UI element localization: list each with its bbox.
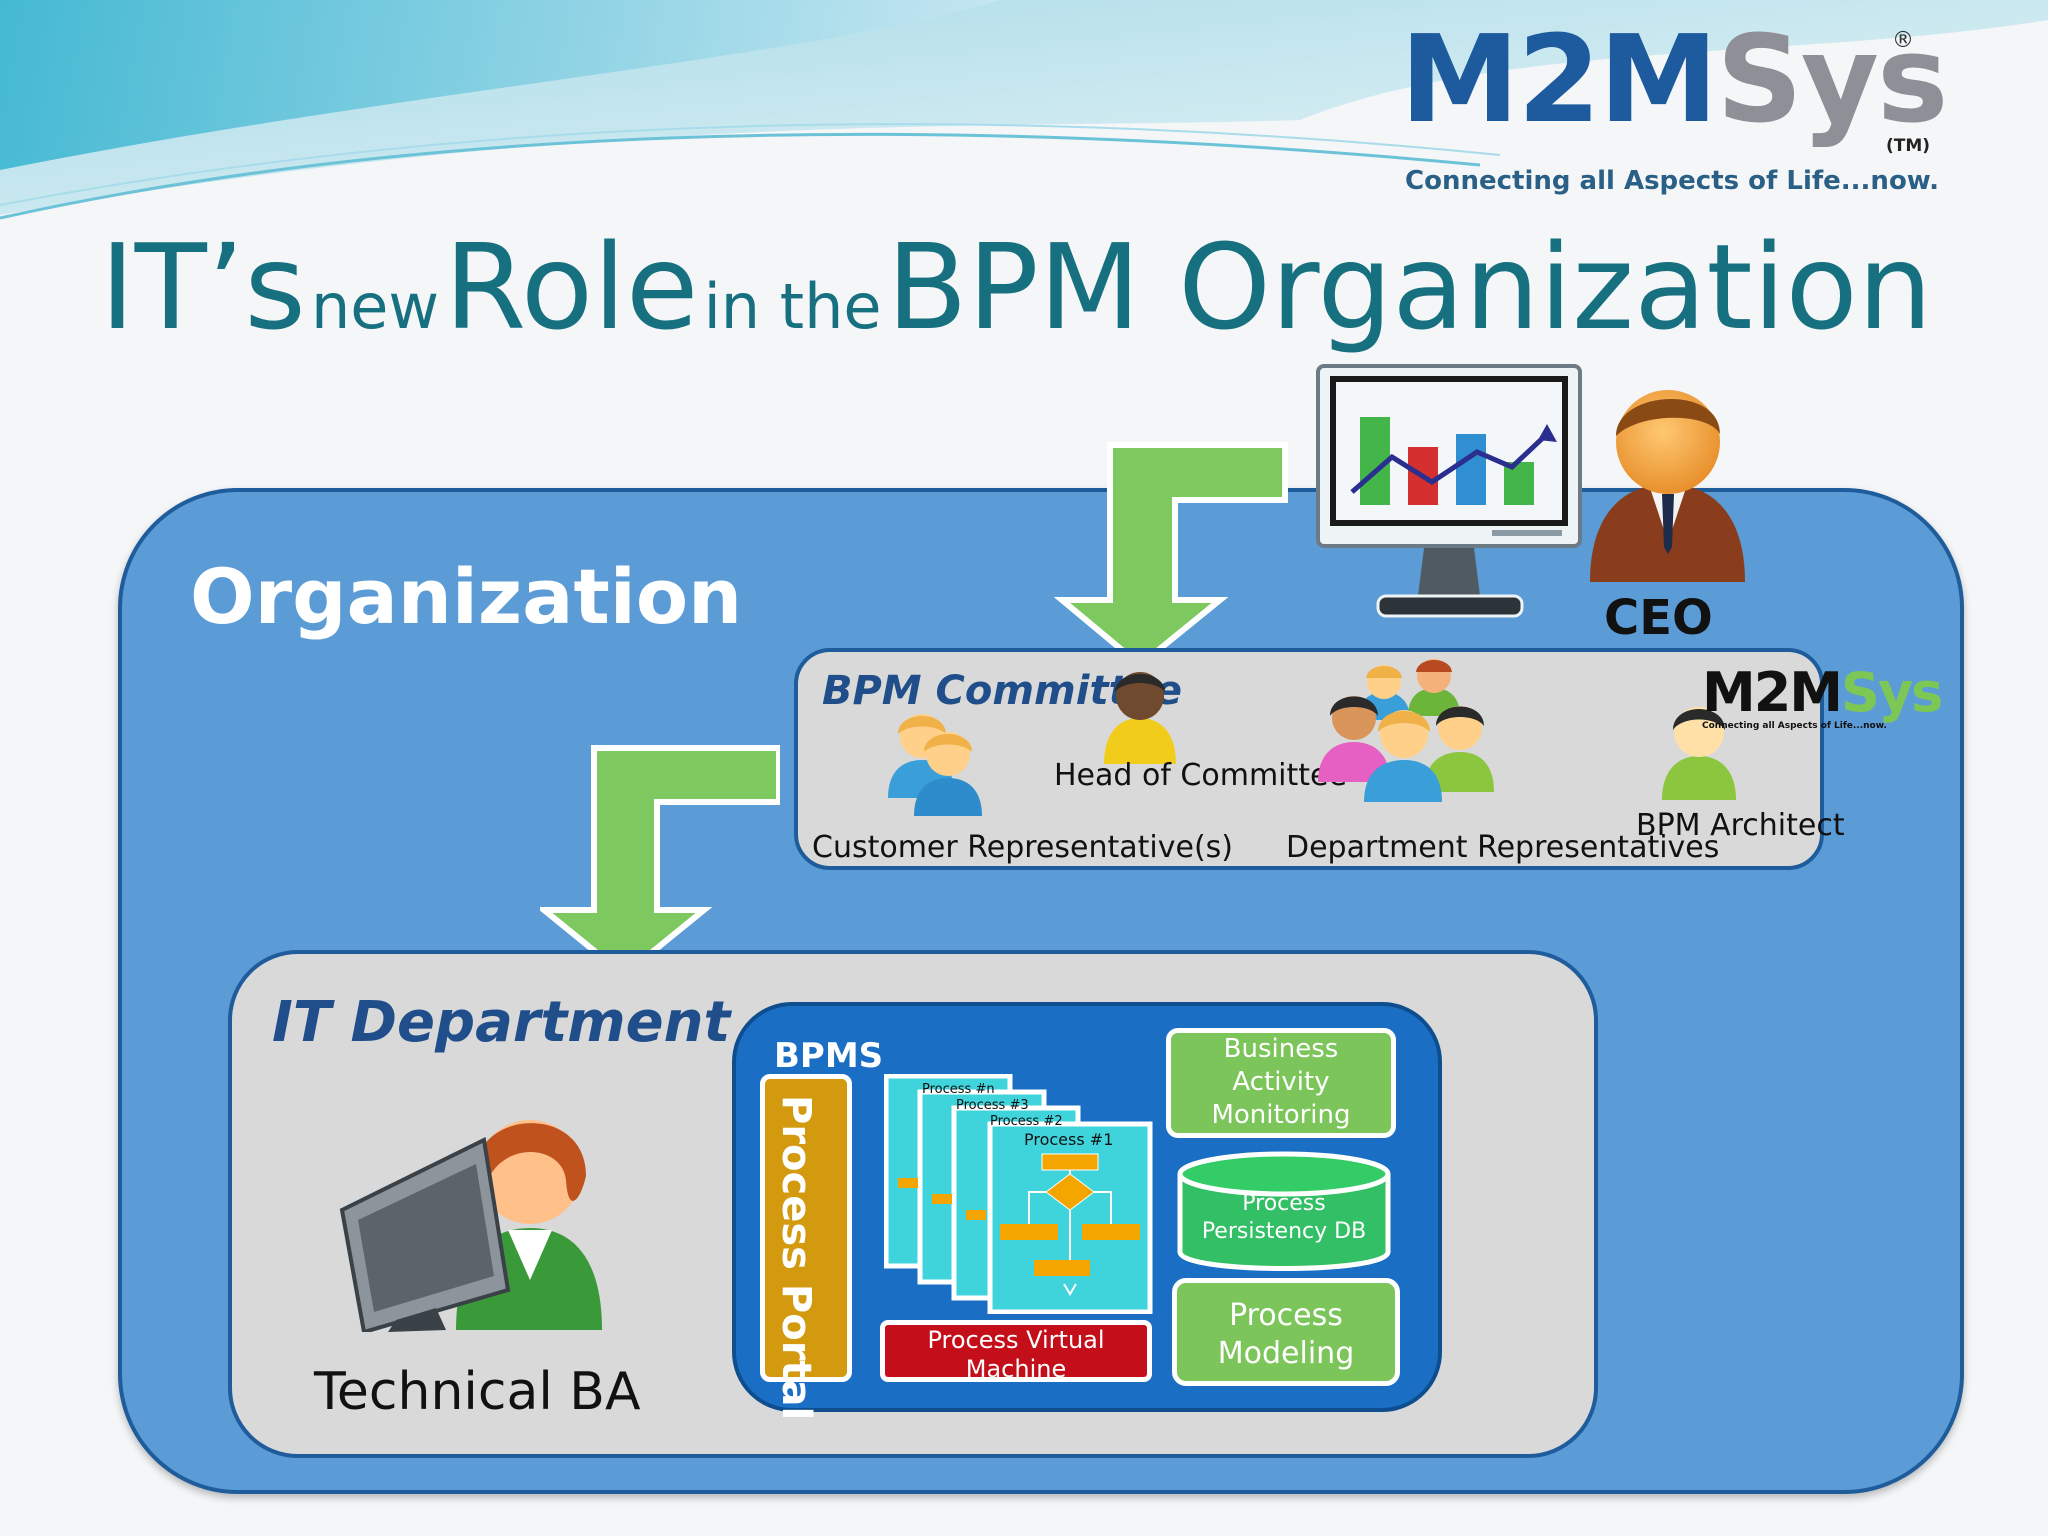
process-modeling: Process Modeling [1172,1278,1400,1386]
pvm-label-line2: Machine [965,1355,1067,1382]
logo-m2m: M2M [1400,11,1718,150]
it-department-label: IT Department [272,990,731,1055]
modeling-line2: Modeling [1217,1336,1355,1371]
bpm-architect-icon [1662,707,1736,800]
committee-logo-m2m: M2M [1702,661,1843,724]
header-swoosh [0,0,2048,220]
process-persistency-db [1177,1151,1391,1271]
department-representatives-icon [1318,659,1494,802]
logo-registered: ® [1892,28,1914,53]
ceo-label: CEO [1604,590,1713,646]
logo-tm: (TM) [1886,136,1931,156]
logo-tagline: Connecting all Aspects of Life...now. [1405,166,1940,196]
title-word-bpm-organization: BPM Organization [886,218,1933,356]
process-1-label: Process #1 [1024,1130,1114,1149]
process-2-label: Process #2 [990,1114,1063,1129]
title-word-new: new [310,270,440,343]
bpm-architect-label: BPM Architect [1636,808,1845,843]
title-word-in-the: in the [703,270,882,343]
logo-sys: Sys [1716,11,1948,150]
process-virtual-machine: Process Virtual Machine [880,1320,1152,1382]
process-stack [884,1074,1153,1314]
db-line1: Process [1242,1191,1326,1216]
process-portal-label: Process Portal [773,1095,819,1421]
bpms-label: BPMS [774,1036,884,1076]
organization-label: Organization [190,552,743,641]
ceo-person-icon [1590,390,1745,582]
bam-line2: Activity [1232,1067,1330,1097]
page-title: IT’s new Role in the BPM Organization [100,218,1932,356]
chart-monitor-icon [1316,364,1582,618]
head-of-committee-icon [1104,672,1176,764]
department-representatives-label: Department Representatives [1286,830,1720,865]
technical-ba-icon [339,1120,602,1332]
committee-logo-tagline: Connecting all Aspects of Life...now. [1702,721,1887,731]
process-3-label: Process #3 [956,1098,1029,1113]
title-word-role: Role [444,218,699,356]
title-word-its: IT’s [100,218,306,356]
pvm-label-line1: Process Virtual [927,1326,1105,1354]
technical-ba-label: Technical BA [314,1362,641,1422]
customer-representatives-icon [888,714,982,816]
arrow-committee-to-it [540,745,780,979]
modeling-line1: Process [1229,1298,1343,1333]
bam-line3: Monitoring [1211,1100,1351,1130]
bam-line1: Business [1223,1034,1339,1064]
committee-logo-sys: Sys [1841,661,1943,724]
db-line2: Persistency DB [1201,1219,1367,1244]
process-portal: Process Portal [760,1074,852,1420]
business-activity-monitoring: Business Activity Monitoring [1166,1028,1396,1138]
head-of-committee-label: Head of Committee [1054,758,1347,793]
process-n-label: Process #n [922,1082,995,1097]
arrow-ceo-to-committee [1053,442,1288,669]
customer-representatives-label: Customer Representative(s) [812,830,1233,865]
db-label: Process Persistency DB [1174,1190,1394,1246]
